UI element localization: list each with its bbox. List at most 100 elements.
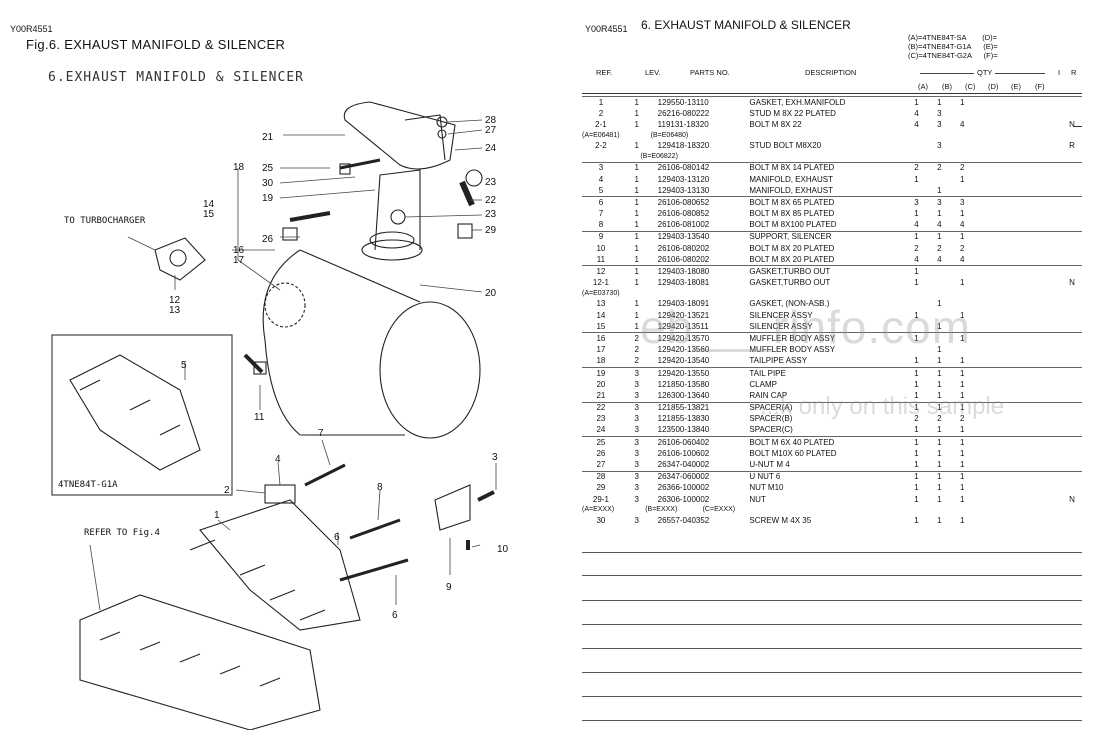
cell-pn: 123500-13840 bbox=[657, 425, 710, 435]
col-f: (F) bbox=[1035, 82, 1045, 91]
cell-c: 1 bbox=[959, 460, 965, 470]
cell-pn: 129403-13130 bbox=[657, 185, 710, 195]
cell-c: 2 bbox=[950, 161, 974, 174]
cell-e bbox=[996, 141, 1019, 152]
cell-f bbox=[1019, 425, 1042, 437]
cell-lev: 1 bbox=[634, 278, 639, 288]
serial-note-text: (B=E06822) bbox=[582, 152, 678, 160]
cell-r bbox=[1062, 425, 1082, 437]
cell-d bbox=[974, 356, 997, 368]
model-e: (E)= bbox=[983, 42, 998, 51]
cell-ref: 3 bbox=[582, 161, 620, 174]
cell-desc: GASKET,TURBO OUT bbox=[749, 278, 831, 288]
cell-d bbox=[973, 96, 997, 109]
cell-c: 4 bbox=[959, 220, 965, 230]
cell-c: 4 bbox=[959, 254, 965, 264]
cell-r bbox=[1062, 379, 1082, 390]
cell-i bbox=[1042, 254, 1062, 266]
cell-e bbox=[996, 332, 1020, 345]
silencer-outline bbox=[299, 249, 421, 436]
cell-b: 2 bbox=[937, 243, 942, 253]
cell-c: 1 bbox=[959, 515, 965, 525]
cell-i bbox=[1042, 265, 1062, 278]
cell-e bbox=[996, 436, 1020, 449]
cell-b bbox=[927, 265, 951, 278]
model-d: (D)= bbox=[982, 33, 998, 42]
cell-c: 1 bbox=[959, 483, 965, 493]
cell-b: 1 bbox=[937, 460, 942, 470]
cell-d bbox=[974, 119, 997, 130]
cell-c: 3 bbox=[950, 196, 974, 209]
cell-i bbox=[1042, 515, 1062, 526]
cell-e bbox=[996, 185, 1019, 197]
cell-a: 1 bbox=[914, 278, 919, 288]
cell-d bbox=[973, 436, 997, 449]
cell-desc: U NUT 6 bbox=[745, 470, 905, 483]
cell-lev: 3 bbox=[619, 470, 654, 483]
svg-text:17: 17 bbox=[233, 255, 245, 266]
cell-r bbox=[1062, 220, 1082, 232]
svg-text:4: 4 bbox=[275, 454, 281, 465]
cell-b: 1 bbox=[937, 483, 942, 493]
col-b: (B) bbox=[942, 82, 952, 91]
cell-a: 1 bbox=[904, 436, 928, 449]
cell-i bbox=[1042, 321, 1062, 333]
figure-title: Fig.6. EXHAUST MANIFOLD & SILENCER bbox=[26, 37, 286, 52]
cell-r bbox=[1062, 185, 1082, 197]
cell-r bbox=[1062, 161, 1082, 174]
cell-lev: 1 bbox=[634, 254, 639, 264]
cell-r bbox=[1062, 209, 1082, 220]
cell-i bbox=[1042, 459, 1062, 471]
cell-a: 2 bbox=[914, 414, 919, 424]
cell-a: 1 bbox=[914, 356, 919, 366]
svg-text:25: 25 bbox=[262, 163, 274, 174]
cell-pn: 26106-080202 bbox=[657, 243, 710, 253]
turbocharger-label: TO TURBOCHARGER bbox=[64, 216, 146, 226]
manifold-4 bbox=[199, 499, 361, 631]
cell-r bbox=[1062, 254, 1082, 266]
cell-i bbox=[1042, 108, 1062, 119]
cell-ref: 6 bbox=[582, 196, 620, 209]
cell-ref: 11 bbox=[596, 254, 606, 264]
cell-c: 1 bbox=[959, 356, 965, 366]
unut-27 bbox=[437, 129, 447, 139]
cell-a: 2 bbox=[904, 161, 928, 174]
cell-a: 1 bbox=[904, 401, 928, 414]
cell-r bbox=[1062, 483, 1082, 494]
blank-rule bbox=[582, 600, 1082, 601]
cell-pn: 26347-040002 bbox=[657, 460, 710, 470]
cell-c: 1 bbox=[950, 230, 974, 244]
cell-desc: MANIFOLD, EXHAUST bbox=[749, 174, 833, 184]
cell-f bbox=[1019, 515, 1042, 526]
cell-e bbox=[996, 209, 1019, 220]
blank-rule bbox=[582, 624, 1082, 625]
cell-desc: SILENCER ASSY bbox=[749, 310, 813, 320]
cell-a: 1 bbox=[914, 310, 919, 320]
cell-lev: 3 bbox=[634, 483, 639, 493]
cell-ref: 29-1 bbox=[592, 494, 609, 504]
cell-d bbox=[974, 425, 997, 437]
cell-pn: 26106-080142 bbox=[653, 161, 746, 174]
cell-i bbox=[1042, 390, 1062, 402]
svg-text:8: 8 bbox=[377, 482, 383, 493]
cell-pn: 129420-13560 bbox=[657, 345, 710, 355]
cell-f bbox=[1019, 243, 1042, 254]
cell-b: 1 bbox=[937, 515, 942, 525]
cell-pn: 26106-060402 bbox=[653, 436, 746, 449]
cell-f bbox=[1019, 161, 1043, 174]
cell-desc: TAILPIPE ASSY bbox=[749, 356, 808, 366]
cell-lev: 3 bbox=[634, 425, 639, 435]
cell-a: 1 bbox=[904, 366, 928, 380]
silencer-back bbox=[262, 249, 301, 436]
cell-c: 1 bbox=[959, 310, 965, 320]
cell-desc: STUD M 8X 22 PLATED bbox=[749, 108, 836, 118]
refer-fig4-label: REFER TO Fig.4 bbox=[84, 528, 160, 538]
